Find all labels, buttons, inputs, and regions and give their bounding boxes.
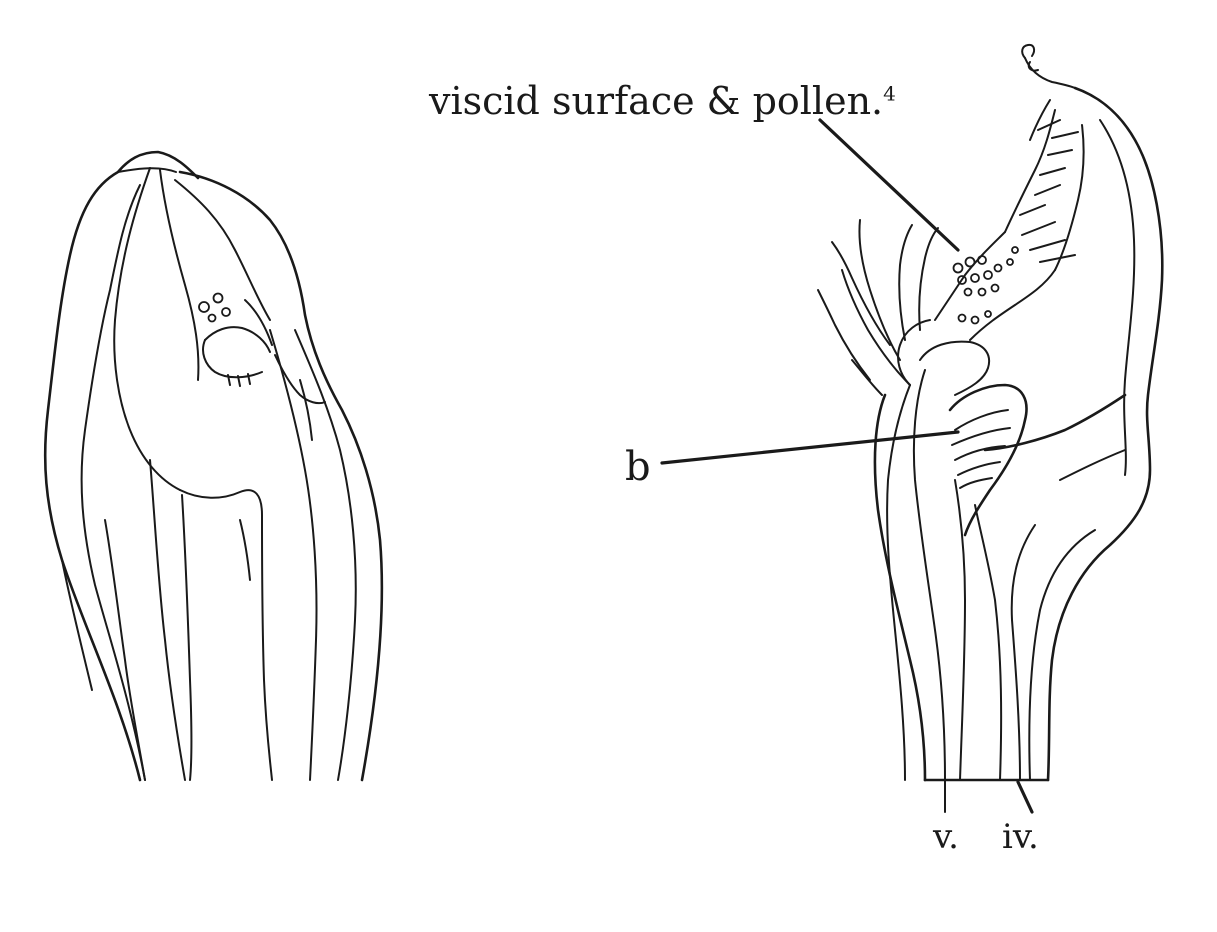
leader-b	[660, 430, 960, 465]
footnote-ref: 4	[883, 81, 896, 106]
label-v: v.	[933, 817, 959, 857]
label-viscid-surface: viscid surface & pollen.4	[429, 79, 896, 123]
left-flower-drawing	[43, 150, 384, 782]
leader-viscid	[818, 118, 960, 252]
label-iv: iv.	[1002, 817, 1039, 857]
right-flower-drawing	[660, 43, 1164, 814]
label-b: b	[625, 444, 651, 490]
leader-iv	[1016, 780, 1034, 814]
